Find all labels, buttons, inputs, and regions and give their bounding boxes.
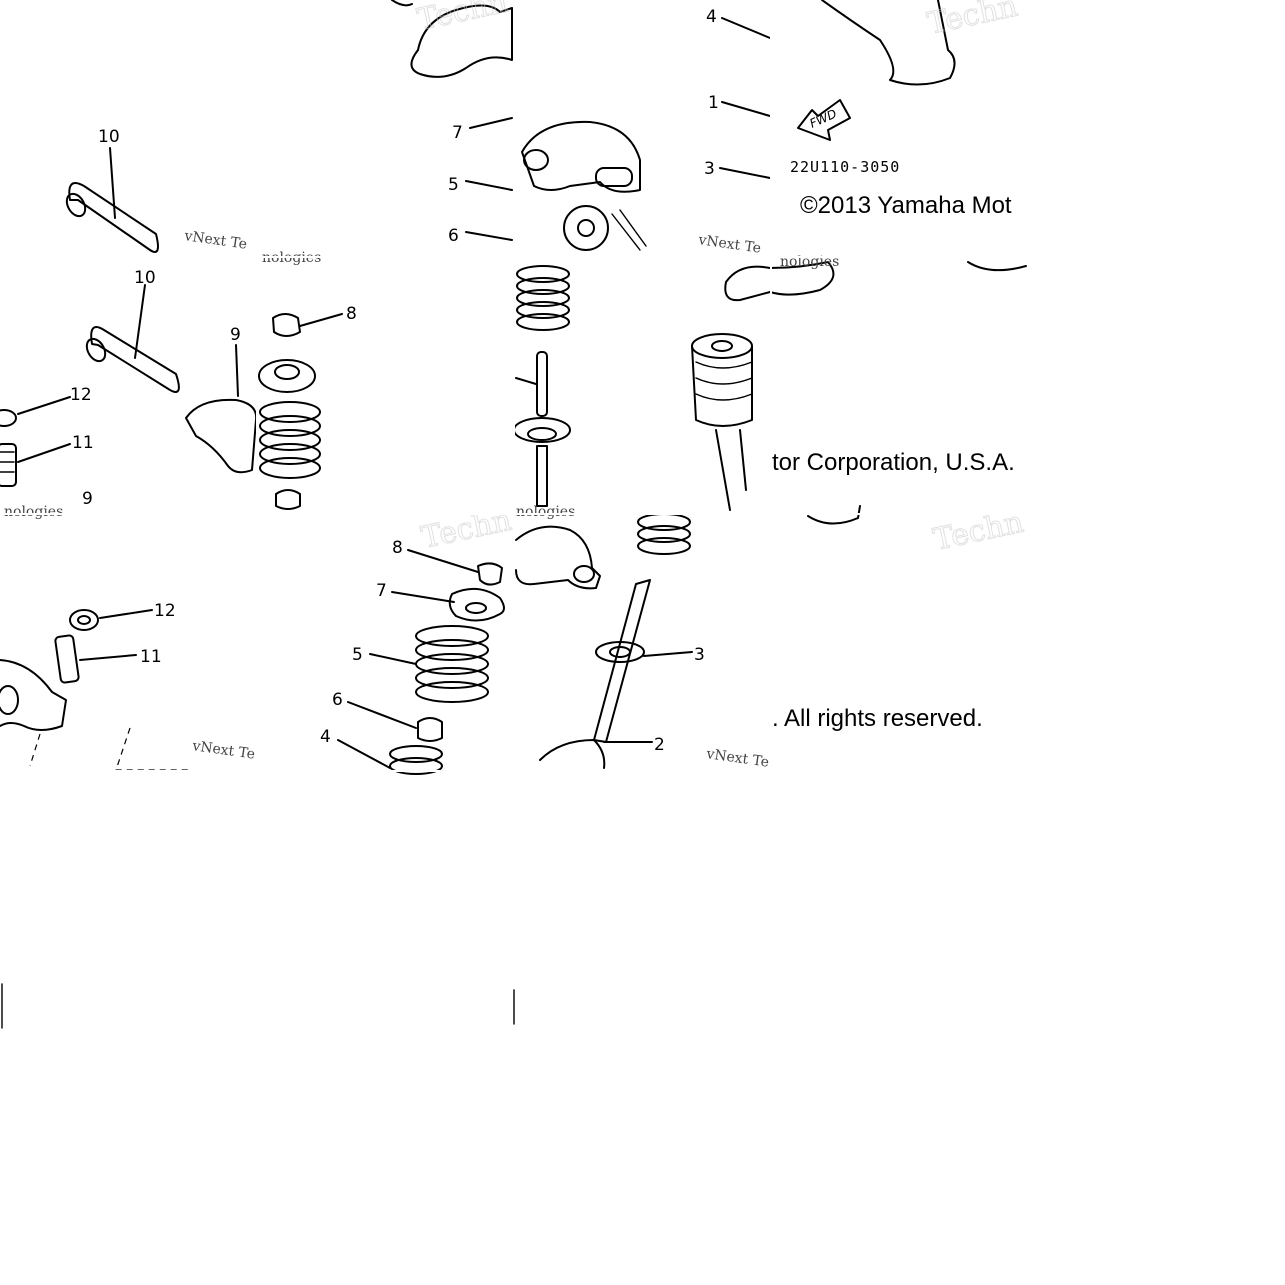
- svg-text:Techn: Techn: [930, 505, 1026, 558]
- callout-4-right: 4: [706, 7, 717, 27]
- callout-8-upper: 8: [346, 304, 357, 324]
- nut-12a: [0, 396, 71, 427]
- valve-cotter-lower: [407, 549, 503, 586]
- rocker-disk: [563, 205, 647, 251]
- copyright-line-1: ©2013 Yamaha Mot: [800, 192, 1012, 219]
- copyright-line-2: tor Corporation, U.S.A.: [772, 449, 1015, 476]
- valve-head-top: [821, 0, 956, 86]
- nut-12b: [69, 609, 153, 631]
- watermark-nologies-4: nologies: [516, 504, 575, 520]
- svg-text:Techn: Techn: [924, 0, 1020, 42]
- callout-3-lower: 3: [694, 645, 705, 665]
- rocker-arm-top: [391, 0, 513, 78]
- callout-10-upper: 10: [98, 127, 120, 147]
- tile-seams: [0, 0, 1030, 1030]
- valve-seal-lower: [347, 701, 443, 742]
- callout-6-upper: 6: [448, 226, 459, 246]
- rocker-arm-lower-mid: [515, 525, 601, 590]
- valve-stem-mid: [513, 351, 571, 507]
- callout-2-lower: 2: [654, 735, 665, 755]
- svg-text:Techn: Techn: [418, 503, 514, 556]
- callout-3-right: 3: [704, 159, 715, 179]
- watermark-vnext-4: vNext Te: [704, 746, 770, 771]
- fwd-arrow-icon: FWD: [797, 99, 851, 141]
- rocker-arm-mid: [521, 120, 641, 193]
- leader-lines-right: [719, 17, 771, 179]
- rocker-arm-9: [185, 344, 258, 474]
- valve-retainer-upper: [258, 359, 316, 393]
- callout-10-lower: 10: [134, 268, 156, 288]
- copyright-line-3: . All rights reserved.: [772, 705, 983, 732]
- watermark-vnext-1: vNext Te: [182, 228, 248, 253]
- rocker-arm-right: [724, 261, 1027, 302]
- adjuster-11a: [0, 443, 71, 487]
- callout-11-upper: 11: [72, 433, 94, 453]
- callout-6-lower: 6: [332, 690, 343, 710]
- callout-7-upper: 7: [452, 123, 463, 143]
- rocker-shaft-upper: [65, 147, 159, 253]
- valve-spring-lower-right: [637, 513, 691, 555]
- callout-11-lower: 11: [140, 647, 162, 667]
- callout-7-lower: 7: [376, 581, 387, 601]
- watermark-vnext-2: vNext Te: [696, 232, 762, 257]
- valve-spring-lower: [369, 625, 489, 703]
- callout-9-small: 9: [82, 489, 93, 509]
- callout-5-lower: 5: [352, 645, 363, 665]
- spring-seat-lower: [337, 739, 443, 775]
- valve-spring-right: [691, 333, 753, 511]
- adjuster-11b: [54, 634, 137, 684]
- watermark-vnext-3: vNext Te: [190, 738, 256, 763]
- svg-text:Techn: Techn: [414, 0, 510, 38]
- callout-9: 9: [230, 325, 241, 345]
- intake-valve-lower: [539, 579, 693, 769]
- valve-cotter-8: [272, 313, 343, 337]
- valve-retainer-lower: [391, 587, 505, 622]
- watermark-nologies-3: nologies: [4, 504, 63, 520]
- rocker-arm-lower: [0, 659, 188, 771]
- callout-5-upper: 5: [448, 175, 459, 195]
- valve-arc-right: [807, 505, 861, 525]
- edge-specks: [1, 983, 515, 1029]
- leader-lines-upper: [465, 117, 513, 241]
- valve-spring-upper: [259, 401, 321, 479]
- callout-12-upper: 12: [70, 385, 92, 405]
- rocker-shaft-lower: [85, 284, 180, 393]
- valve-spring-mid: [516, 265, 570, 331]
- callout-4-lower: 4: [320, 727, 331, 747]
- callout-12-lower: 12: [154, 601, 176, 621]
- callout-8-lower: 8: [392, 538, 403, 558]
- valve-seal-upper: [275, 489, 301, 510]
- part-code: 22U110-3050: [790, 158, 900, 176]
- callout-1-right: 1: [708, 93, 719, 113]
